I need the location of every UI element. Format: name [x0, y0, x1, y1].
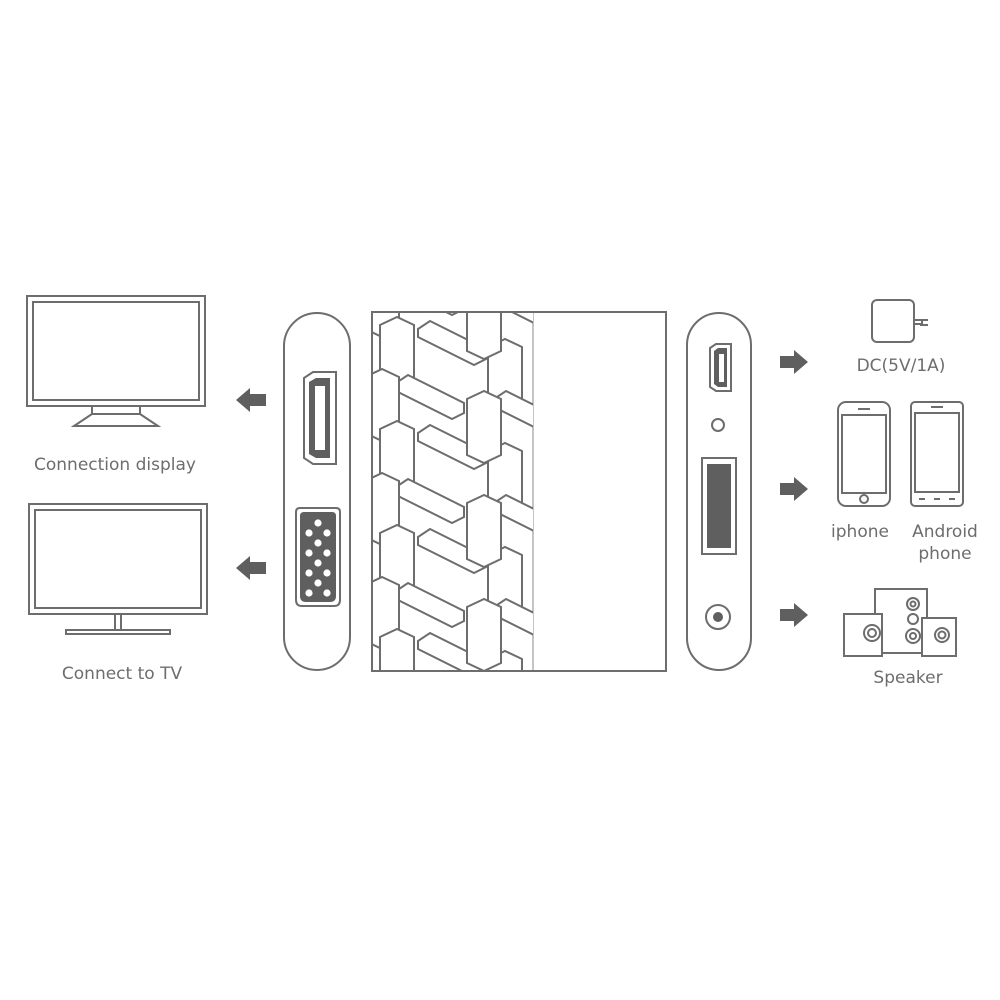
dc-port-icon — [709, 343, 732, 392]
dc-power-label: DC(5V/1A) — [856, 356, 946, 376]
hex-cell — [365, 681, 399, 753]
connection-display-label: Connection display — [34, 455, 196, 475]
hex-cell — [467, 183, 501, 255]
android-label-line2: phone — [918, 544, 972, 564]
hex-cell — [418, 737, 486, 781]
hex-cell — [488, 755, 522, 827]
android-phone-icon — [910, 401, 964, 507]
hex-cell — [365, 785, 399, 857]
hex-cell — [466, 389, 502, 465]
hex-cell — [494, 807, 562, 851]
hdmi-port-icon — [303, 371, 337, 465]
hex-cell — [379, 627, 415, 670]
vga-port-icon — [295, 507, 341, 607]
audio-jack-icon — [705, 604, 731, 630]
power-adapter-icon — [871, 299, 928, 343]
hex-cell — [494, 703, 562, 747]
hex-cell — [445, 313, 459, 317]
right-port-panel — [686, 312, 752, 671]
iphone-label: iphone — [831, 522, 889, 542]
usb-port-icon — [701, 457, 737, 555]
arrow-right-icon — [780, 477, 808, 501]
hex-cell — [418, 217, 486, 261]
hex-cell — [380, 213, 414, 285]
hex-cell — [488, 235, 522, 307]
monitor-icon — [26, 295, 206, 427]
arrow-left-icon — [236, 388, 266, 412]
hex-cell — [396, 687, 464, 731]
hex-cell — [467, 703, 501, 775]
arrow-right-icon — [780, 350, 808, 374]
hex-cell — [396, 791, 464, 835]
arrow-right-icon — [780, 603, 808, 627]
left-port-panel — [283, 312, 351, 671]
android-label-line1: Android — [912, 522, 978, 542]
arrow-left-icon — [236, 556, 266, 580]
tv-icon — [28, 503, 208, 635]
hex-cell — [511, 313, 533, 324]
hex-pattern — [365, 183, 562, 857]
iphone-icon — [837, 401, 891, 507]
speaker-label: Speaker — [873, 668, 943, 688]
hex-cell — [466, 597, 502, 670]
hex-cell — [466, 313, 502, 361]
led-indicator — [711, 418, 725, 432]
hex-cell — [466, 493, 502, 569]
speaker-icon — [843, 588, 957, 657]
hex-cell — [380, 733, 414, 805]
connect-to-tv-label: Connect to TV — [61, 664, 183, 684]
